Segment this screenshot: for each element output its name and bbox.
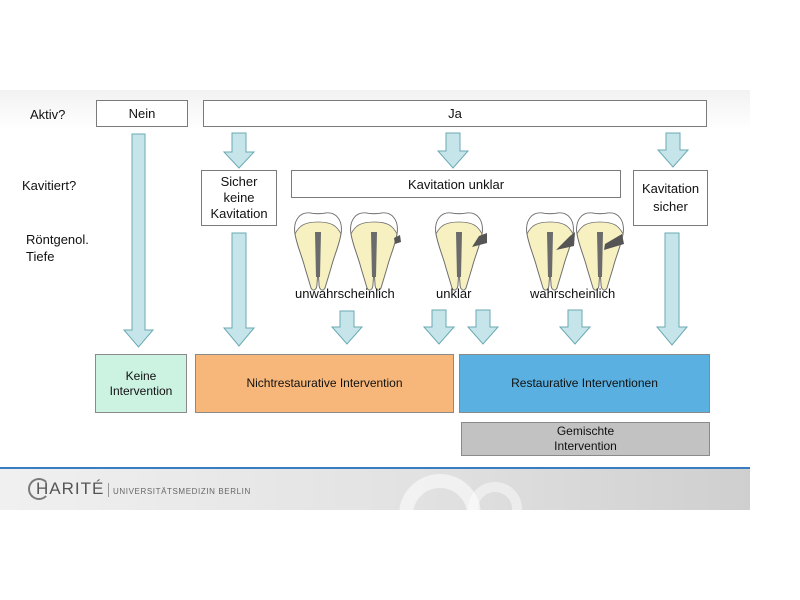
outcome-no-intervention: Keine Intervention	[95, 354, 187, 413]
box-cavitation-unclear: Kavitation unklar	[291, 170, 621, 198]
lesion-mark	[604, 234, 624, 250]
arrow-yes-to-unclear	[436, 132, 470, 169]
arrow-yes-to-no-cavitation	[222, 132, 256, 169]
arrow-unlikely-to-nonrestorative	[330, 310, 364, 345]
row-label-radiographic-depth: Röntgenol. Tiefe	[26, 232, 89, 264]
arrow-no-cavitation-to-nonrestorative	[222, 232, 256, 347]
arrows	[122, 132, 690, 348]
row-label-cavitated: Kavitiert?	[22, 178, 77, 193]
footer-rule	[0, 467, 750, 469]
row-label-active: Aktiv?	[30, 107, 66, 122]
arrow-unclear-to-nonrestorative	[422, 309, 456, 345]
box-active-yes: Ja	[203, 100, 707, 127]
tooth-icon	[576, 212, 624, 291]
depth-label-unclear: unklar	[436, 286, 472, 301]
charite-logo-name: HARITÉ	[36, 479, 105, 498]
tooth-icon	[350, 212, 398, 291]
outcome-mixed-intervention: Gemischte Intervention	[461, 422, 710, 456]
arrow-cavitated-to-restorative	[655, 232, 689, 346]
arrow-no-to-none	[122, 133, 155, 348]
charite-logo-subtitle: UNIVERSITÄTSMEDIZIN BERLIN	[113, 487, 251, 496]
arrow-unclear-to-restorative	[466, 309, 500, 345]
depth-label-unlikely: unwahrscheinlich	[295, 286, 395, 301]
charite-logo-c-icon	[28, 478, 50, 500]
lesion-mark	[556, 232, 575, 250]
tooth-icon	[435, 212, 483, 291]
lesion-mark	[472, 233, 487, 247]
outcome-non-restorative-intervention: Nichtrestaurative Intervention	[195, 354, 454, 413]
arrow-likely-to-restorative	[558, 309, 592, 345]
tooth-icon	[526, 212, 574, 291]
footer-band	[0, 469, 750, 510]
box-no-cavitation: Sicher keine Kavitation	[201, 170, 277, 226]
arrow-yes-to-cavitated	[656, 132, 690, 168]
logo-divider	[108, 483, 109, 497]
lesion-mark	[394, 235, 401, 244]
box-active-no: Nein	[96, 100, 188, 127]
depth-label-likely: wahrscheinlich	[530, 286, 616, 301]
footer-watermark	[399, 474, 522, 510]
box-cavitation-certain: Kavitation sicher	[633, 170, 708, 226]
teeth	[294, 212, 624, 291]
outcome-restorative-interventions: Restaurative Interventionen	[459, 354, 710, 413]
tooth-icon	[294, 212, 342, 291]
